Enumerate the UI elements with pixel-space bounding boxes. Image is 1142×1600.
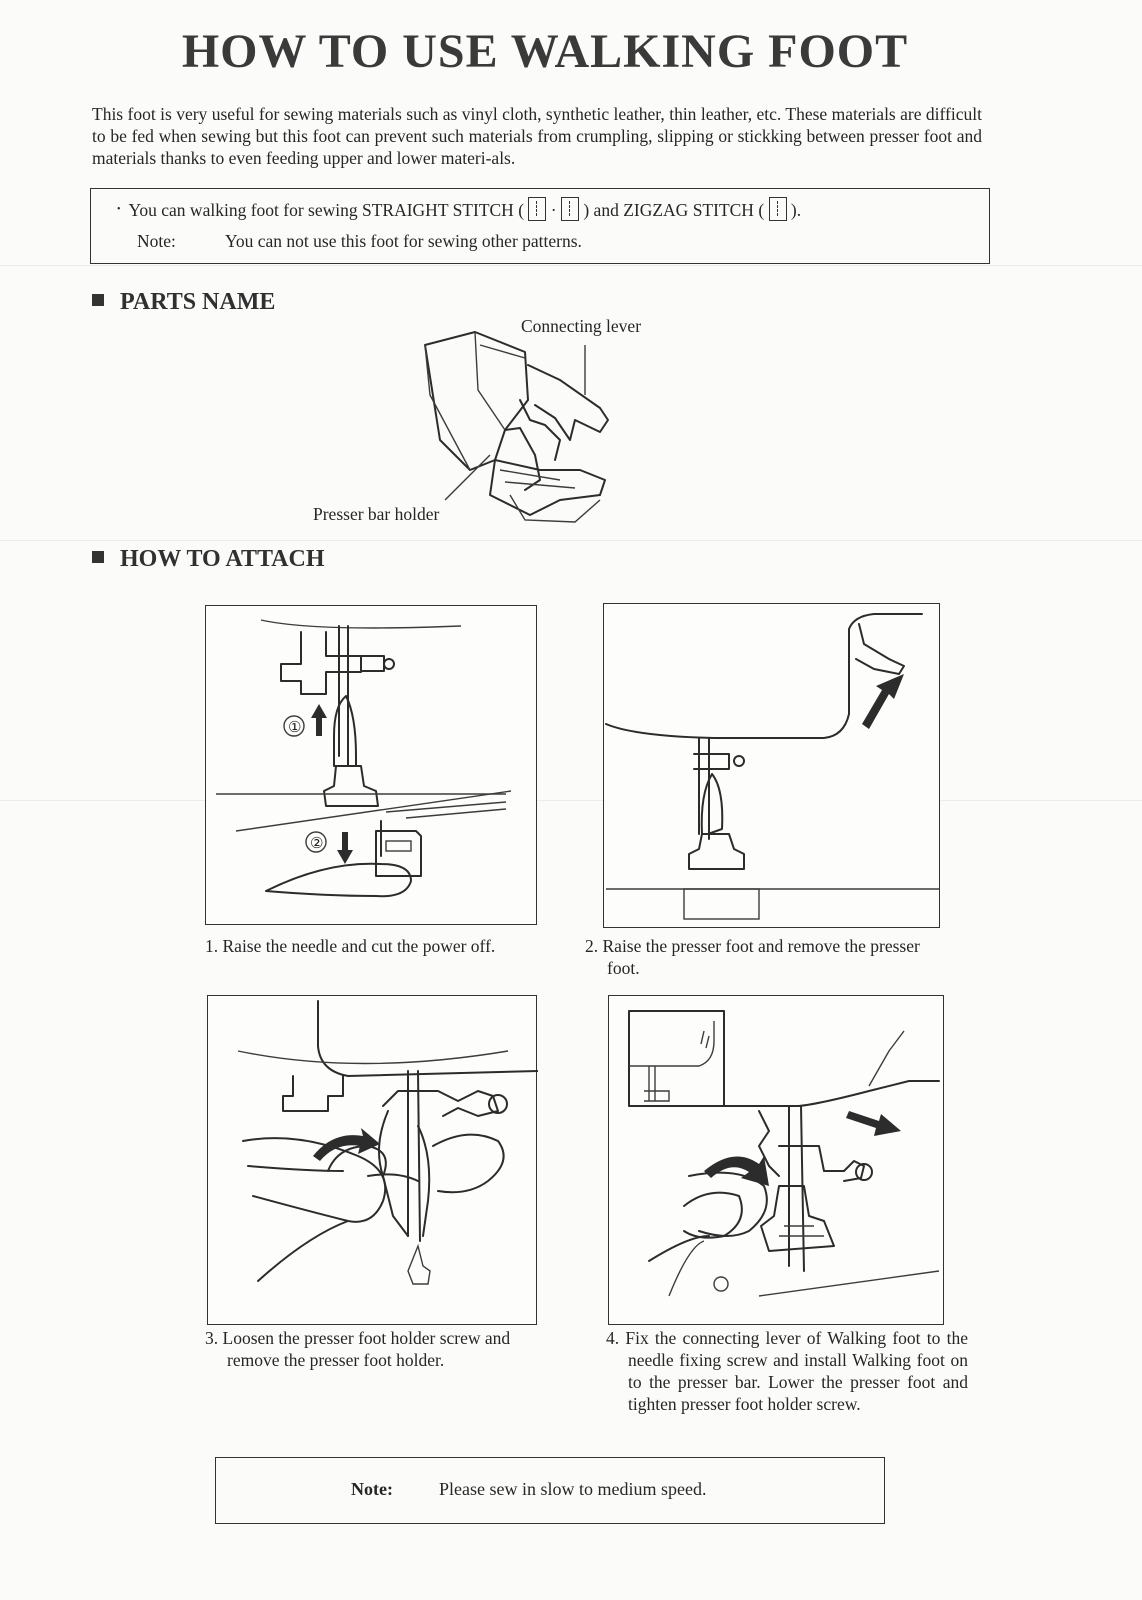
straight-stitch-icon xyxy=(560,197,579,221)
step4-caption: 4. Fix the connecting lever of Walking f… xyxy=(606,1327,968,1415)
presser-bar-holder-label: Presser bar holder xyxy=(313,504,440,524)
info-box: • You can walking foot for sewing STRAIGH… xyxy=(90,188,990,264)
step3-figure xyxy=(207,995,538,1325)
step4-number: 4. xyxy=(606,1328,620,1348)
note-text: You can not use this foot for sewing oth… xyxy=(225,231,582,251)
paper-fold-line xyxy=(0,265,1142,266)
usage-note: Note: You can not use this foot for sewin… xyxy=(137,231,582,252)
bottom-note-text: Please sew in slow to medium speed. xyxy=(439,1479,707,1499)
step1-marker1: ① xyxy=(288,718,301,736)
paper-fold-line xyxy=(0,540,1142,541)
page-title: HOW TO USE WALKING FOOT xyxy=(181,25,909,78)
step1-number: 1. xyxy=(205,936,219,956)
how-to-attach-heading-text: HOW TO ATTACH xyxy=(120,546,325,572)
usage-prefix: You can walking foot for sewing STRAIGHT… xyxy=(128,200,525,220)
bullet-icon: • xyxy=(117,204,121,215)
step1-caption: 1. Raise the needle and cut the power of… xyxy=(205,935,572,957)
note-label: Note: xyxy=(137,231,176,251)
step3-drawing xyxy=(237,1000,538,1285)
connecting-lever-label: Connecting lever xyxy=(521,316,642,336)
usage-suffix: ). xyxy=(790,200,802,220)
walking-foot-drawing xyxy=(424,331,609,523)
parts-name-heading-text: PARTS NAME xyxy=(120,289,276,315)
step1-marker2: ② xyxy=(310,834,323,852)
step2-text: Raise the presser foot and remove the pr… xyxy=(602,936,920,978)
step3-text: Loosen the presser foot holder screw and… xyxy=(222,1328,511,1370)
zigzag-stitch-icon xyxy=(768,197,787,221)
bottom-note-box: Note: Please sew in slow to medium speed. xyxy=(215,1457,885,1524)
step3-caption: 3. Loosen the presser foot holder screw … xyxy=(205,1327,567,1371)
bottom-note-line: Note: Please sew in slow to medium speed. xyxy=(351,1479,706,1500)
step1-drawing: ① ② xyxy=(216,619,512,898)
step4-text: Fix the connecting lever of Walking foot… xyxy=(625,1328,968,1414)
step3-number: 3. xyxy=(205,1328,219,1348)
step2-number: 2. xyxy=(585,936,599,956)
section-square-icon xyxy=(92,294,104,306)
usage-line: • You can walking foot for sewing STRAIGH… xyxy=(117,197,801,221)
usage-middle: ) and ZIGZAG STITCH ( xyxy=(583,200,765,220)
step4-figure xyxy=(608,995,944,1325)
usage-separator: · xyxy=(550,200,557,220)
how-to-attach-heading: HOW TO ATTACH xyxy=(92,546,325,573)
section-square-icon xyxy=(92,551,104,563)
step1-text: Raise the needle and cut the power off. xyxy=(222,936,496,956)
intro-paragraph: This foot is very useful for sewing mate… xyxy=(92,104,982,168)
step2-caption: 2. Raise the presser foot and remove the… xyxy=(585,935,952,979)
step2-drawing xyxy=(605,613,939,920)
step2-figure xyxy=(603,603,940,928)
parts-name-heading: PARTS NAME xyxy=(92,289,275,316)
straight-stitch-icon xyxy=(528,197,547,221)
bottom-note-label: Note: xyxy=(351,1479,393,1499)
step4-drawing xyxy=(628,1010,940,1297)
paper-fold-line xyxy=(0,800,1142,801)
step1-figure: ① ② xyxy=(205,605,537,925)
